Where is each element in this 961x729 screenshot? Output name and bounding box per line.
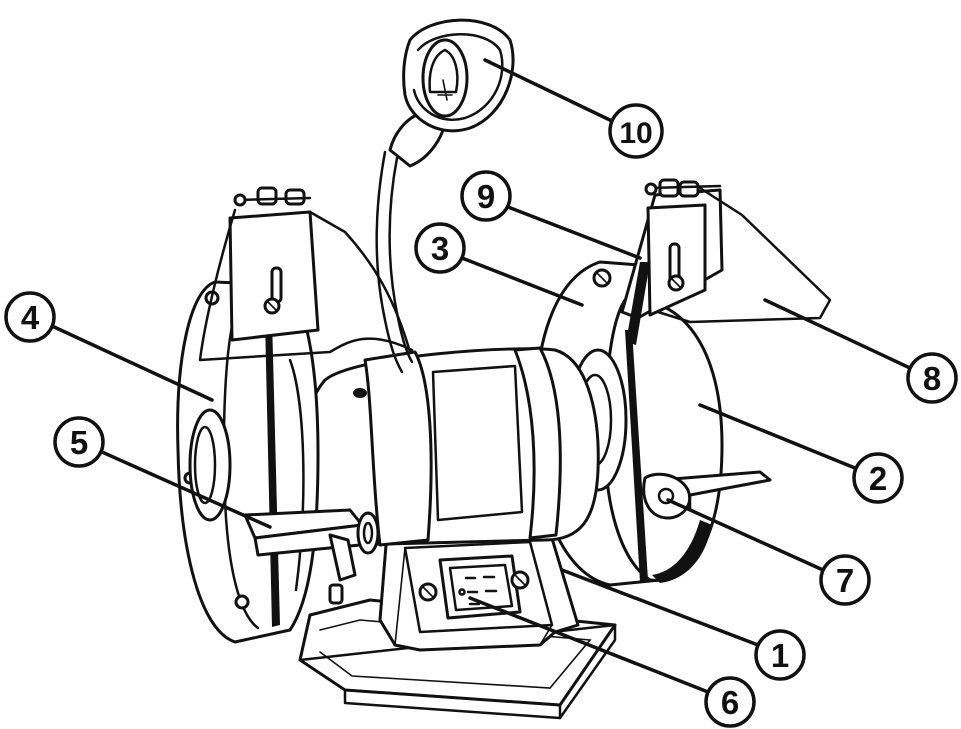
callout-4-label: 4 <box>21 299 40 336</box>
power-switch <box>418 554 530 620</box>
leader-3 <box>460 256 584 307</box>
leader-7 <box>666 498 825 572</box>
callout-1: 1 <box>754 629 806 681</box>
leader-6 <box>468 596 710 694</box>
callout-8-label: 8 <box>923 360 941 397</box>
work-lamp <box>375 18 515 374</box>
callout-4: 4 <box>4 291 56 343</box>
leader-9 <box>506 205 642 260</box>
leader-1 <box>560 568 760 647</box>
callout-2: 2 <box>852 452 904 504</box>
callout-5-label: 5 <box>70 424 88 461</box>
leader-8 <box>763 298 912 370</box>
callout-8: 8 <box>906 352 958 404</box>
callout-6: 6 <box>704 676 756 728</box>
callout-9: 9 <box>460 170 512 222</box>
callout-7-label: 7 <box>836 562 854 599</box>
motor-housing <box>303 346 600 547</box>
leader-10 <box>483 58 616 124</box>
callout-6-label: 6 <box>721 684 739 721</box>
callout-1-label: 1 <box>771 637 789 674</box>
callout-9-label: 9 <box>477 178 495 215</box>
leader-5 <box>100 450 272 529</box>
left-eye-shield <box>198 186 414 362</box>
leader-2 <box>698 403 857 470</box>
callout-10-label: 10 <box>619 117 652 150</box>
callout-5: 5 <box>53 416 105 468</box>
callout-3-label: 3 <box>431 230 449 267</box>
leader-lines <box>50 58 912 694</box>
leader-4 <box>50 324 214 402</box>
callout-2-label: 2 <box>869 460 887 497</box>
callout-3: 3 <box>414 222 466 274</box>
right-eye-shield <box>620 178 832 345</box>
left-tool-rest <box>243 508 380 605</box>
callout-7: 7 <box>819 554 871 606</box>
callout-10: 10 <box>608 103 664 159</box>
